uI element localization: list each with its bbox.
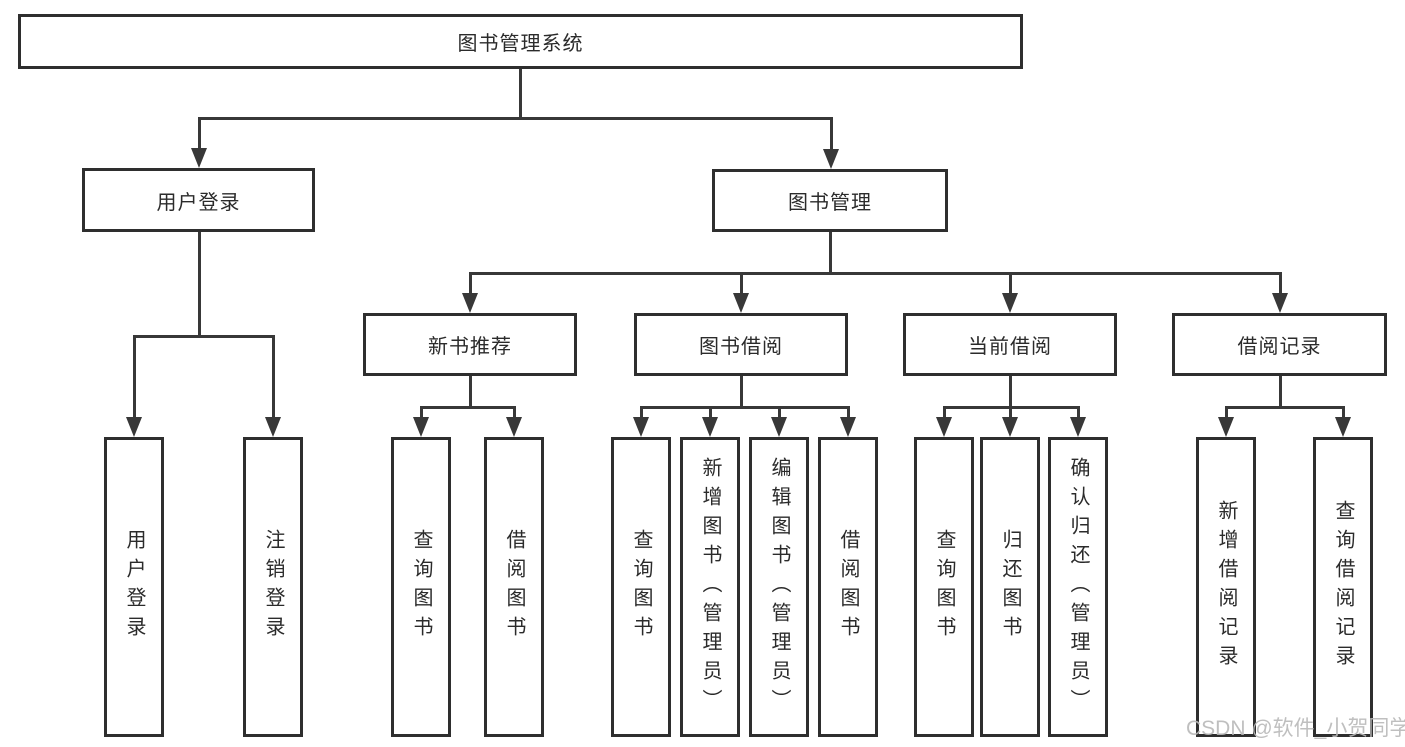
- arrow-down-icon: [1070, 417, 1086, 437]
- node-book-borrowing: 图书借阅: [634, 313, 848, 376]
- leaf-edit-books-admin: 编辑图书（管理员）: [749, 437, 809, 737]
- leaf-query-books-recommend-label: 查询图书: [410, 529, 432, 645]
- arrow-down-icon: [1218, 417, 1234, 437]
- arrow-down-icon: [771, 417, 787, 437]
- leaf-query-books-borrowing: 查询图书: [611, 437, 671, 737]
- connector-line: [1224, 405, 1345, 409]
- arrow-down-icon: [506, 417, 522, 437]
- connector-line: [942, 407, 946, 424]
- leaf-user-login: 用户登录: [104, 437, 164, 737]
- leaf-query-borrow-record-label: 查询借阅记录: [1332, 500, 1354, 674]
- leaf-add-books-admin-label: 新增图书（管理员）: [699, 456, 721, 718]
- connector-line: [197, 118, 201, 152]
- leaf-return-books: 归还图书: [980, 437, 1040, 737]
- arrow-down-icon: [1002, 417, 1018, 437]
- node-new-book-recommend-label: 新书推荐: [428, 336, 512, 358]
- leaf-return-books-label: 归还图书: [999, 529, 1021, 645]
- arrow-down-icon: [702, 417, 718, 437]
- node-book-borrowing-label: 图书借阅: [699, 336, 783, 358]
- connector-line: [639, 407, 643, 424]
- connector-line: [739, 273, 743, 297]
- leaf-logout-label: 注销登录: [262, 529, 284, 645]
- node-library-system-label: 图书管理系统: [457, 33, 584, 55]
- connector-line: [829, 118, 833, 152]
- node-user-login-label: 用户登录: [156, 191, 241, 214]
- arrow-down-icon: [840, 417, 856, 437]
- connector-line: [1008, 273, 1012, 297]
- node-current-borrowing: 当前借阅: [903, 313, 1117, 376]
- leaf-borrow-books-recommend-label: 借阅图书: [503, 529, 525, 645]
- connector-line: [828, 232, 832, 275]
- arrow-down-icon: [633, 417, 649, 437]
- arrow-down-icon: [823, 149, 839, 169]
- connector-line: [468, 271, 1282, 275]
- connector-line: [1278, 273, 1282, 297]
- connector-line: [1076, 407, 1080, 424]
- arrow-down-icon: [1335, 417, 1351, 437]
- arrow-down-icon: [462, 293, 478, 313]
- connector-line: [419, 407, 423, 424]
- leaf-add-borrow-record: 新增借阅记录: [1196, 437, 1256, 737]
- node-library-system: 图书管理系统: [18, 14, 1023, 69]
- connector-line: [739, 376, 743, 409]
- leaf-add-books-admin: 新增图书（管理员）: [680, 437, 740, 737]
- leaf-edit-books-admin-label: 编辑图书（管理员）: [768, 456, 790, 718]
- leaf-query-books-recommend: 查询图书: [391, 437, 451, 737]
- leaf-query-books-borrowing-label: 查询图书: [630, 529, 652, 645]
- connector-line: [197, 116, 833, 120]
- arrow-down-icon: [936, 417, 952, 437]
- arrow-down-icon: [733, 293, 749, 313]
- leaf-confirm-return-admin: 确认归还（管理员）: [1048, 437, 1108, 737]
- connector-line: [846, 407, 850, 424]
- connector-line: [512, 407, 516, 424]
- leaf-logout: 注销登录: [243, 437, 303, 737]
- arrow-down-icon: [265, 417, 281, 437]
- connector-line: [132, 336, 136, 424]
- arrow-down-icon: [191, 148, 207, 168]
- node-book-management-label: 图书管理: [788, 192, 872, 214]
- node-new-book-recommend: 新书推荐: [363, 313, 577, 376]
- connector-line: [708, 407, 712, 424]
- arrow-down-icon: [1272, 293, 1288, 313]
- leaf-query-books-current: 查询图书: [914, 437, 974, 737]
- connector-line: [132, 334, 275, 338]
- leaf-borrow-books-recommend: 借阅图书: [484, 437, 544, 737]
- connector-line: [1278, 376, 1282, 409]
- watermark-text: CSDN @软件_小贺同学: [1186, 717, 1405, 740]
- leaf-query-borrow-record: 查询借阅记录: [1313, 437, 1373, 737]
- node-borrowing-records-label: 借阅记录: [1237, 336, 1322, 358]
- leaf-user-login-label: 用户登录: [123, 529, 145, 645]
- leaf-query-books-current-label: 查询图书: [933, 529, 955, 645]
- arrow-down-icon: [126, 417, 142, 437]
- node-user-login: 用户登录: [82, 168, 315, 232]
- arrow-down-icon: [1002, 293, 1018, 313]
- connector-line: [1008, 376, 1012, 424]
- connector-line: [518, 69, 522, 120]
- connector-line: [271, 336, 275, 424]
- connector-line: [1224, 407, 1228, 424]
- connector-line: [419, 405, 516, 409]
- arrow-down-icon: [413, 417, 429, 437]
- connector-line: [777, 407, 781, 424]
- leaf-add-borrow-record-label: 新增借阅记录: [1215, 500, 1237, 674]
- node-current-borrowing-label: 当前借阅: [968, 336, 1052, 358]
- connector-line: [639, 405, 850, 409]
- node-borrowing-records: 借阅记录: [1172, 313, 1387, 376]
- connector-line: [468, 376, 472, 409]
- connector-line: [468, 273, 472, 297]
- node-book-management: 图书管理: [712, 169, 948, 232]
- leaf-borrow-books-borrowing: 借阅图书: [818, 437, 878, 737]
- connector-line: [197, 232, 201, 338]
- leaf-confirm-return-admin-label: 确认归还（管理员）: [1067, 456, 1089, 718]
- connector-line: [1341, 407, 1345, 424]
- connector-line: [942, 405, 1080, 409]
- leaf-borrow-books-borrowing-label: 借阅图书: [837, 529, 859, 645]
